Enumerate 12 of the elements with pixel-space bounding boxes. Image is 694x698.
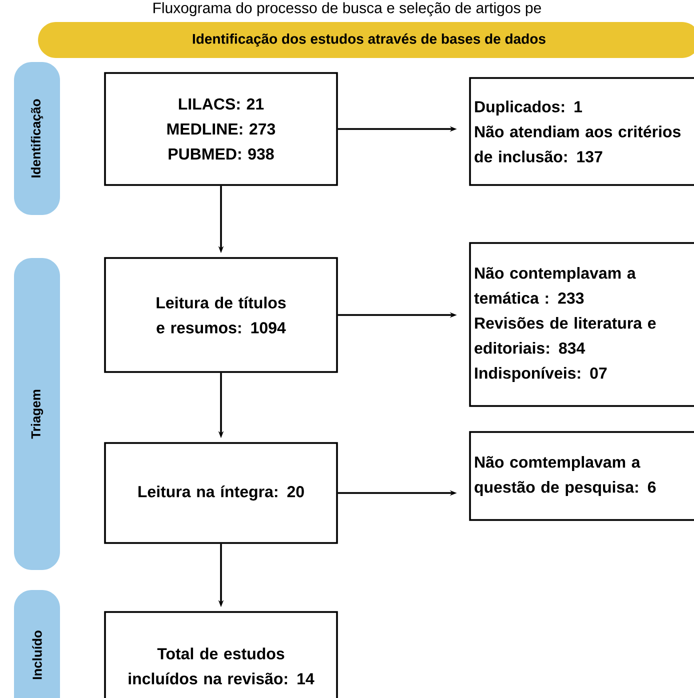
phase-band: Incluído [14, 590, 60, 698]
title: Fluxograma do processo de busca e seleção de artigos pe [154, 2, 541, 16]
header-band: Identificação dos estudos através de bases de dados [38, 22, 694, 58]
phase-band: Triagem [14, 258, 60, 570]
process-box: Total de estudos incluídos na revisão: 14 [104, 611, 338, 698]
process-box: LILACS: 21 MEDLINE: 273 PUBMED: 938 [104, 72, 338, 186]
exclusion-box: Não contemplavam a temática : 233 Revisões de literatura e editoriais: 834 Indisponíveis: 07 [469, 242, 694, 407]
process-box: Leitura de títulos e resumos: 1094 [104, 257, 338, 373]
process-box: Leitura na íntegra: 20 [104, 442, 338, 544]
phase-band: Identificação [14, 62, 60, 215]
exclusion-box: Duplicados: 1 Não atendiam aos critérios de inclusão: 137 [469, 77, 694, 186]
exclusion-box: Não comtemplavam a questão de pesquisa: 6 [469, 431, 694, 521]
